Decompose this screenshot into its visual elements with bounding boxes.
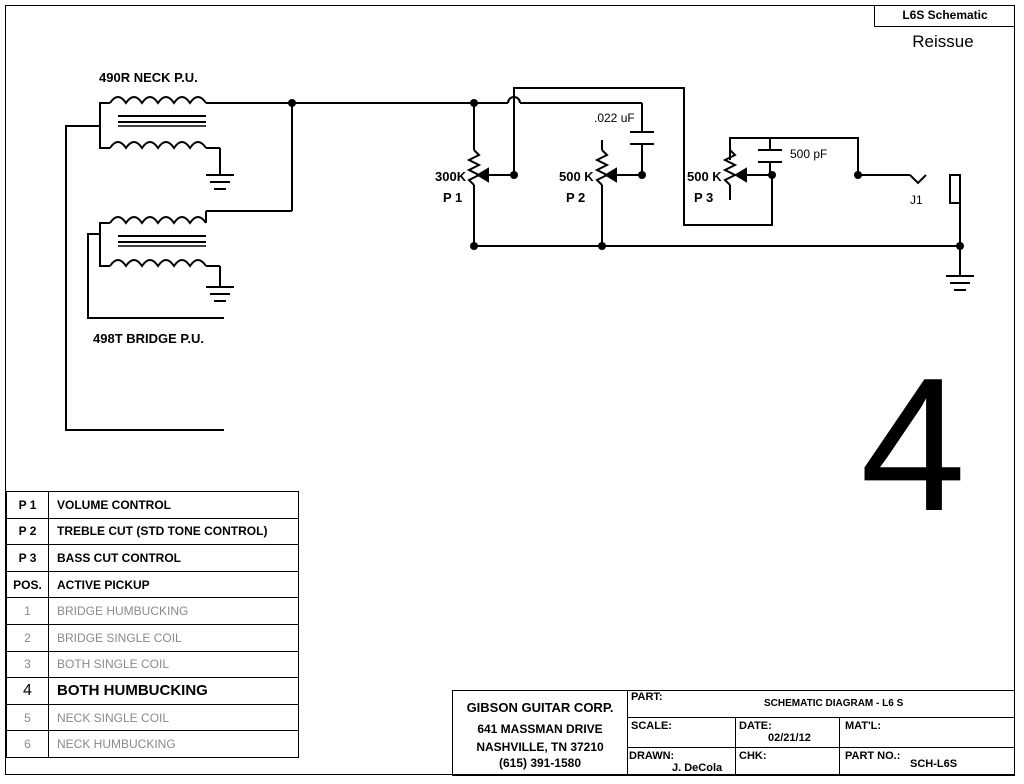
drawn-label: DRAWN:: [629, 750, 675, 762]
drawing-subtitle: Reissue: [912, 32, 974, 51]
matl-label: MAT'L:: [845, 720, 882, 732]
treble-cap-label: .022 uF: [594, 111, 635, 125]
partno-value: SCH-L6S: [910, 758, 958, 770]
position-number: 4: [860, 339, 966, 551]
p3-name-label: P 3: [694, 190, 714, 205]
legend-code: 5: [6, 703, 49, 732]
company-name: GIBSON GUITAR CORP.: [466, 700, 614, 715]
bass-cap-label: 500 pF: [790, 147, 828, 161]
legend-row: POS.ACTIVE PICKUP: [6, 570, 299, 599]
p3-value-label: 500 K: [687, 169, 722, 184]
legend-code: 2: [6, 623, 49, 652]
p2-value-label: 500 K: [559, 169, 594, 184]
neck-pickup-coils: [99, 96, 292, 175]
company-address-line2: NASHVILLE, TN 37210: [476, 740, 604, 754]
p1-value-label: 300K: [435, 169, 467, 184]
company-phone: (615) 391-1580: [498, 756, 582, 770]
p2-treble-pot: [548, 102, 654, 246]
chk-label: CHK:: [739, 750, 767, 762]
output-jack-symbol: [949, 174, 961, 204]
legend-description: BOTH SINGLE COIL: [48, 650, 299, 679]
part-value: SCHEMATIC DIAGRAM - L6 S: [764, 698, 904, 709]
legend-code: P 3: [6, 544, 49, 572]
legend-code: 6: [6, 730, 49, 758]
legend-description: TREBLE CUT (STD TONE CONTROL): [48, 517, 299, 546]
legend-description: BOTH HUMBUCKING: [48, 677, 299, 705]
legend-code: POS.: [6, 570, 49, 599]
jack-label: J1: [910, 193, 923, 207]
p3-bass-pot: [722, 137, 859, 200]
legend-description: BRIDGE SINGLE COIL: [48, 623, 299, 652]
legend-description: NECK HUMBUCKING: [48, 730, 299, 758]
legend-code: P 1: [6, 491, 49, 519]
legend-description: NECK SINGLE COIL: [48, 703, 299, 732]
legend-description: VOLUME CONTROL: [48, 491, 299, 519]
neck-ground-symbol: [206, 174, 234, 190]
legend-description: BASS CUT CONTROL: [48, 544, 299, 572]
p1-name-label: P 1: [443, 190, 463, 205]
legend-code: 4: [6, 677, 49, 705]
company-address-line1: 641 MASSMAN DRIVE: [477, 722, 603, 736]
bridge-pickup-label: 498T BRIDGE P.U.: [93, 331, 205, 346]
neck-pickup-label: 490R NECK P.U.: [99, 70, 198, 85]
p1-volume-pot: [466, 103, 518, 246]
legend-description: BRIDGE HUMBUCKING: [48, 597, 299, 625]
drawing-frame: [5, 5, 1015, 775]
main-ground-symbol: [946, 275, 974, 291]
p2-name-label: P 2: [566, 190, 586, 205]
bridge-ground-symbol: [206, 286, 234, 302]
drawing-title-tab: L6S Schematic: [874, 5, 1015, 27]
legend-code: 1: [6, 597, 49, 625]
bridge-pickup-coils: [99, 210, 292, 287]
partno-label: PART NO.:: [845, 750, 901, 762]
legend-code: P 2: [6, 517, 49, 546]
scale-label: SCALE:: [631, 720, 672, 732]
legend-code: 3: [6, 650, 49, 679]
partno-cell: [839, 747, 1015, 776]
part-label: PART:: [631, 691, 663, 703]
date-label: DATE:: [739, 720, 772, 732]
drawn-value: J. DeCola: [672, 762, 723, 774]
legend-description: ACTIVE PICKUP: [48, 570, 299, 599]
date-value: 02/21/12: [768, 732, 811, 744]
